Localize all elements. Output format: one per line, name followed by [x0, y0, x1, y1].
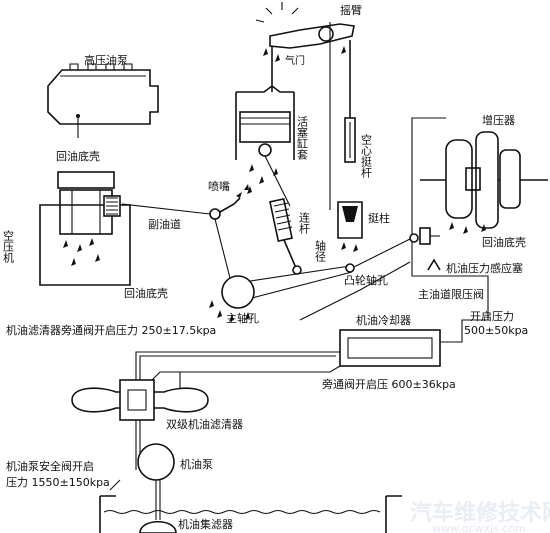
main-bearing [209, 275, 255, 322]
label-return-sump-1: 回油底壳 [56, 149, 100, 163]
oil-sump [99, 495, 402, 533]
label-turbocharger: 增压器 [482, 113, 515, 127]
label-oil-cooler: 机油冷却器 [356, 313, 411, 327]
label-rocker-arm: 摇臂 [340, 3, 362, 17]
label-dual-filter: 双级机油滤清器 [166, 417, 243, 431]
rocker-arm [255, 2, 355, 62]
label-opening-pressure-value: 500±50kpa [464, 324, 528, 337]
air-compressor [39, 171, 131, 286]
label-high-pressure-pump: 高压油泵 [84, 53, 128, 67]
oil-cooler [339, 312, 489, 367]
dual-oil-filter [71, 379, 209, 421]
label-valve: 气门 [285, 54, 305, 67]
pushrod-tappet [337, 40, 363, 252]
label-return-sump-2: 回油底壳 [124, 286, 168, 300]
label-main-bearing-hole: 主轴孔 [226, 311, 259, 325]
oil-lines [121, 22, 489, 321]
label-nozzle: 喷嘴 [208, 180, 230, 193]
watermark-title: 汽车维修技术网 [410, 500, 550, 526]
watermark: 汽车维修技术网 www.qcwxjs.com [410, 500, 550, 533]
label-strainer: 机油集滤器 [178, 517, 233, 531]
turbocharger [420, 131, 548, 234]
watermark-url: www.qcwxjs.com [432, 522, 526, 533]
label-bypass-valve-pressure: 旁通阀开启压 600±36kpa [322, 377, 456, 391]
label-piston-liner: 活塞缸套 [296, 116, 309, 160]
high-pressure-pump [47, 63, 159, 138]
label-pump-safety-valve-1: 机油泵安全阀开启 [6, 459, 94, 473]
label-sub-oil-passage: 副油道 [148, 217, 181, 231]
label-opening-pressure: 开启压力 [470, 310, 514, 323]
label-filter-bypass-valve: 机油滤清器旁通阀开启压力 250±17.5kpa [6, 323, 216, 337]
label-pump-safety-valve-2: 压力 1550±150kpa [6, 476, 110, 489]
label-air-compressor: 空压机 [2, 229, 15, 263]
label-return-sump-3: 回油底壳 [482, 235, 526, 249]
label-connecting-rod: 连杆 [298, 212, 311, 235]
pressure-sensor [409, 227, 441, 271]
oil-pump [109, 420, 175, 520]
label-cam-bearing-hole: 凸轮轴孔 [344, 273, 388, 287]
label-hollow-pushrod: 空心挺杆 [360, 133, 373, 179]
cam-bearing-hole [345, 263, 355, 273]
label-tappet: 挺柱 [368, 211, 390, 225]
label-bearing-journal: 轴径 [314, 239, 327, 262]
label-oil-pressure-sensor: 机油压力感应塞 [446, 261, 523, 275]
label-main-gallery-limit-valve: 主油道限压阀 [418, 287, 484, 301]
label-oil-pump: 机油泵 [180, 457, 213, 471]
connecting-rod [269, 198, 302, 275]
piston-cylinder [235, 46, 295, 207]
